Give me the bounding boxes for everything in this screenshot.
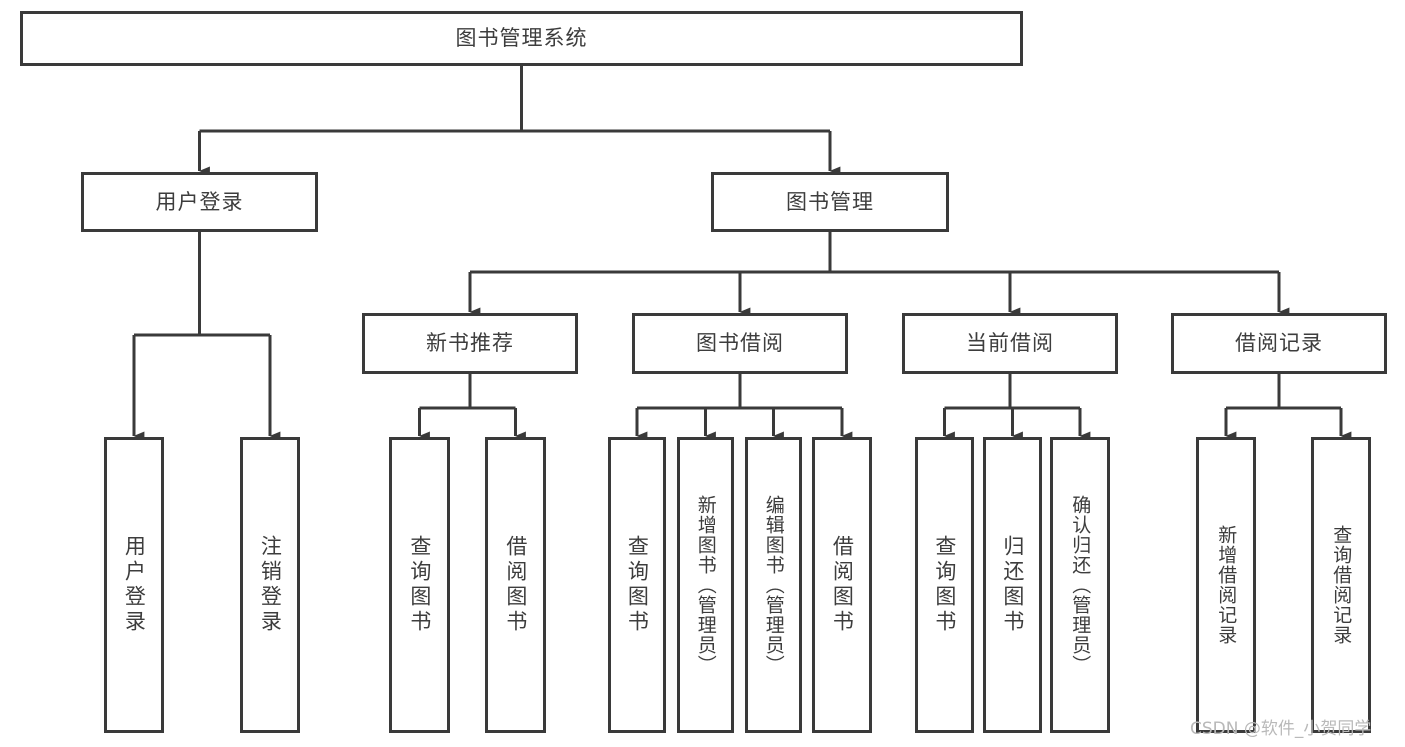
- node-label: 新增借阅记录: [1215, 525, 1238, 645]
- node-cb-query[interactable]: 查询图书: [915, 437, 974, 733]
- node-root[interactable]: 图书管理系统: [20, 11, 1023, 66]
- node-l-user-logout[interactable]: 注销登录: [240, 437, 300, 733]
- node-br-add[interactable]: 新增借阅记录: [1196, 437, 1256, 733]
- node-label: 图书管理系统: [455, 26, 588, 51]
- node-label: 查询图书: [407, 535, 432, 635]
- node-label: 查询图书: [625, 535, 650, 635]
- node-br-query[interactable]: 查询借阅记录: [1311, 437, 1371, 733]
- node-user-login[interactable]: 用户登录: [81, 172, 318, 232]
- node-nbr-borrow[interactable]: 借阅图书: [485, 437, 546, 733]
- node-label: 新增图书（管理员）: [694, 495, 717, 675]
- node-label: 用户登录: [122, 535, 147, 635]
- node-bb-add[interactable]: 新增图书（管理员）: [677, 437, 734, 733]
- node-label: 借阅图书: [503, 535, 528, 635]
- node-label: 查询借阅记录: [1330, 525, 1353, 645]
- node-borrow-record[interactable]: 借阅记录: [1171, 313, 1387, 374]
- node-book-mgmt[interactable]: 图书管理: [711, 172, 949, 232]
- node-nbr-query[interactable]: 查询图书: [389, 437, 450, 733]
- node-cb-confirm[interactable]: 确认归还（管理员）: [1050, 437, 1110, 733]
- node-label: 新书推荐: [426, 331, 514, 356]
- node-bb-edit[interactable]: 编辑图书（管理员）: [745, 437, 802, 733]
- node-book-borrow[interactable]: 图书借阅: [632, 313, 848, 374]
- node-label: 图书借阅: [696, 331, 784, 356]
- node-current-borrow[interactable]: 当前借阅: [902, 313, 1118, 374]
- node-label: 用户登录: [155, 189, 244, 214]
- node-label: 当前借阅: [966, 331, 1054, 356]
- node-l-user-login[interactable]: 用户登录: [104, 437, 164, 733]
- node-label: 借阅记录: [1235, 331, 1323, 356]
- node-label: 图书管理: [786, 189, 874, 214]
- node-label: 借阅图书: [830, 535, 855, 635]
- node-new-book-rec[interactable]: 新书推荐: [362, 313, 578, 374]
- node-label: 查询图书: [932, 535, 957, 635]
- node-label: 归还图书: [1000, 535, 1025, 635]
- node-bb-borrow[interactable]: 借阅图书: [812, 437, 872, 733]
- node-label: 确认归还（管理员）: [1069, 495, 1092, 675]
- node-label: 注销登录: [258, 535, 283, 635]
- node-label: 编辑图书（管理员）: [762, 495, 785, 675]
- node-cb-return[interactable]: 归还图书: [983, 437, 1042, 733]
- node-bb-query[interactable]: 查询图书: [608, 437, 666, 733]
